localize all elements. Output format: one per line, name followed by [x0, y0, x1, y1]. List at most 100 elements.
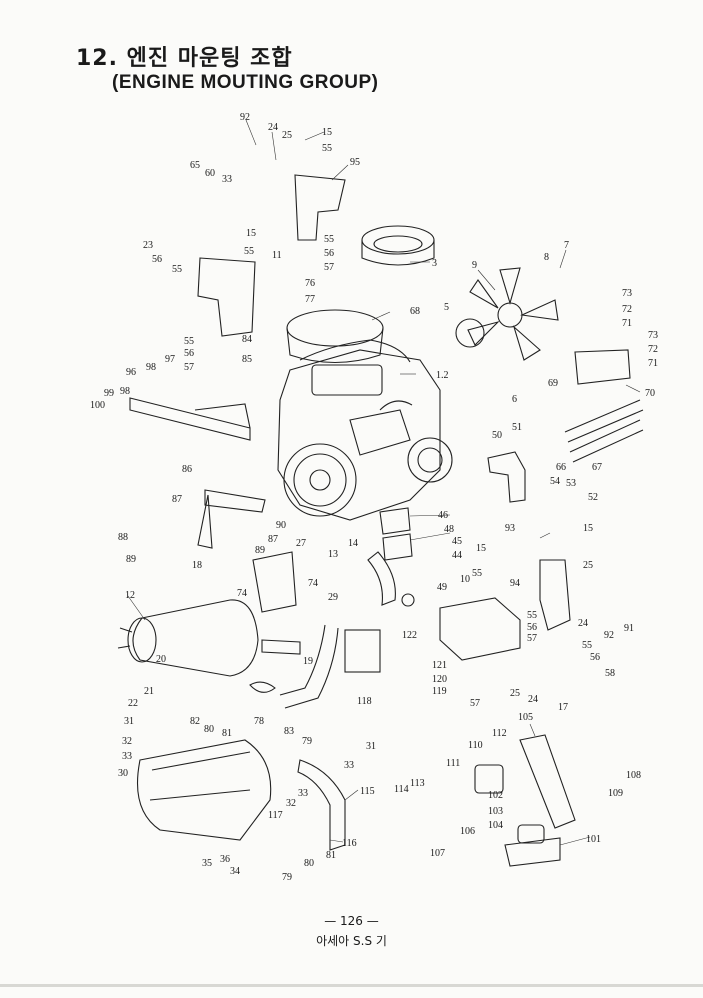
part-label: 56 — [590, 652, 600, 663]
part-label: 57 — [184, 362, 194, 373]
part-label: 19 — [303, 656, 313, 667]
part-label: 35 — [202, 858, 212, 869]
part-label: 18 — [192, 560, 202, 571]
part-label: 51 — [512, 422, 522, 433]
part-label: 57 — [470, 698, 480, 709]
part-label: 21 — [144, 686, 154, 697]
part-label: 76 — [305, 278, 315, 289]
part-label: 72 — [648, 344, 658, 355]
part-label: 99 — [104, 388, 114, 399]
exhaust-pipe — [279, 624, 339, 709]
part-label: 55 — [172, 264, 182, 275]
hose-67 — [569, 419, 644, 463]
cooling-fan — [455, 267, 559, 361]
part-label: 36 — [220, 854, 230, 865]
part-label: 103 — [488, 806, 503, 817]
part-label: 65 — [190, 160, 200, 171]
grommet-122 — [401, 593, 415, 607]
part-label: 92 — [604, 630, 614, 641]
flange-48 — [382, 533, 413, 561]
part-label: 81 — [222, 728, 232, 739]
part-label: 32 — [122, 736, 132, 747]
part-label: 101 — [586, 834, 601, 845]
part-label: 15 — [476, 543, 486, 554]
part-label: 34 — [230, 866, 240, 877]
part-label: 88 — [118, 532, 128, 543]
muffler-bracket-96 — [129, 397, 251, 441]
part-label: 82 — [190, 716, 200, 727]
part-label: 24 — [528, 694, 538, 705]
plate-27 — [252, 551, 297, 613]
cylinder-101 — [517, 824, 545, 844]
part-label: 10 — [460, 574, 470, 585]
part-label: 1.2 — [436, 370, 449, 381]
part-label: 15 — [583, 523, 593, 534]
part-label: 32 — [286, 798, 296, 809]
part-label: 25 — [510, 688, 520, 699]
part-label: 71 — [648, 358, 658, 369]
part-label: 96 — [126, 367, 136, 378]
part-label: 95 — [350, 157, 360, 168]
part-label: 84 — [242, 334, 252, 345]
page-title: 12. 엔진 마운팅 조합 — [76, 46, 293, 71]
part-number-labels: 92 24 25 15 55 65 60 33 95 23 15 56 55 5… — [90, 112, 658, 883]
part-label: 55 — [472, 568, 482, 579]
part-label: 57 — [324, 262, 334, 273]
part-label: 24 — [268, 122, 278, 133]
part-label: 55 — [527, 610, 537, 621]
part-label: 25 — [282, 130, 292, 141]
page-number: — 126 — — [324, 914, 379, 928]
air-cleaner — [286, 225, 435, 364]
part-label: 74 — [308, 578, 318, 589]
part-label: 114 — [394, 784, 409, 795]
engine-assembly — [277, 339, 453, 521]
part-label: 70 — [645, 388, 655, 399]
bracket-69 — [574, 349, 631, 385]
part-label: 109 — [608, 788, 623, 799]
shield-plate-118 — [344, 629, 381, 673]
part-label: 52 — [588, 492, 598, 503]
part-label: 44 — [452, 550, 462, 561]
part-label: 79 — [282, 872, 292, 883]
part-label: 92 — [240, 112, 250, 123]
part-label: 57 — [527, 633, 537, 644]
model-name: 아세아 S.S 기 — [316, 934, 387, 948]
part-label: 87 — [172, 494, 182, 505]
part-label: 94 — [510, 578, 520, 589]
part-label: 89 — [126, 554, 136, 565]
part-label: 29 — [328, 592, 338, 603]
part-label: 3 — [432, 258, 437, 269]
part-label: 73 — [648, 330, 658, 341]
part-label: 48 — [444, 524, 454, 535]
bushing-110 — [474, 764, 504, 794]
part-label: 74 — [237, 588, 247, 599]
part-label: 97 — [165, 354, 175, 365]
part-label: 56 — [184, 348, 194, 359]
part-label: 13 — [328, 549, 338, 560]
part-label: 121 — [432, 660, 447, 671]
part-label: 14 — [348, 538, 358, 549]
part-label: 56 — [527, 622, 537, 633]
part-label: 27 — [296, 538, 306, 549]
part-label: 45 — [452, 536, 462, 547]
part-label: 106 — [460, 826, 475, 837]
part-label: 100 — [90, 400, 105, 411]
part-label: 55 — [582, 640, 592, 651]
part-label: 71 — [622, 318, 632, 329]
part-label: 80 — [204, 724, 214, 735]
part-label: 33 — [344, 760, 354, 771]
part-label: 91 — [624, 623, 634, 634]
part-label: 24 — [578, 618, 588, 629]
part-label: 11 — [272, 250, 282, 261]
part-label: 25 — [583, 560, 593, 571]
bracket-95 — [294, 174, 346, 241]
part-label: 120 — [432, 674, 447, 685]
part-label: 31 — [366, 741, 376, 752]
part-label: 55 — [244, 246, 254, 257]
part-label: 98 — [146, 362, 156, 373]
part-label: 112 — [492, 728, 507, 739]
part-label: 58 — [605, 668, 615, 679]
part-label: 23 — [143, 240, 153, 251]
part-label: 111 — [446, 758, 460, 769]
